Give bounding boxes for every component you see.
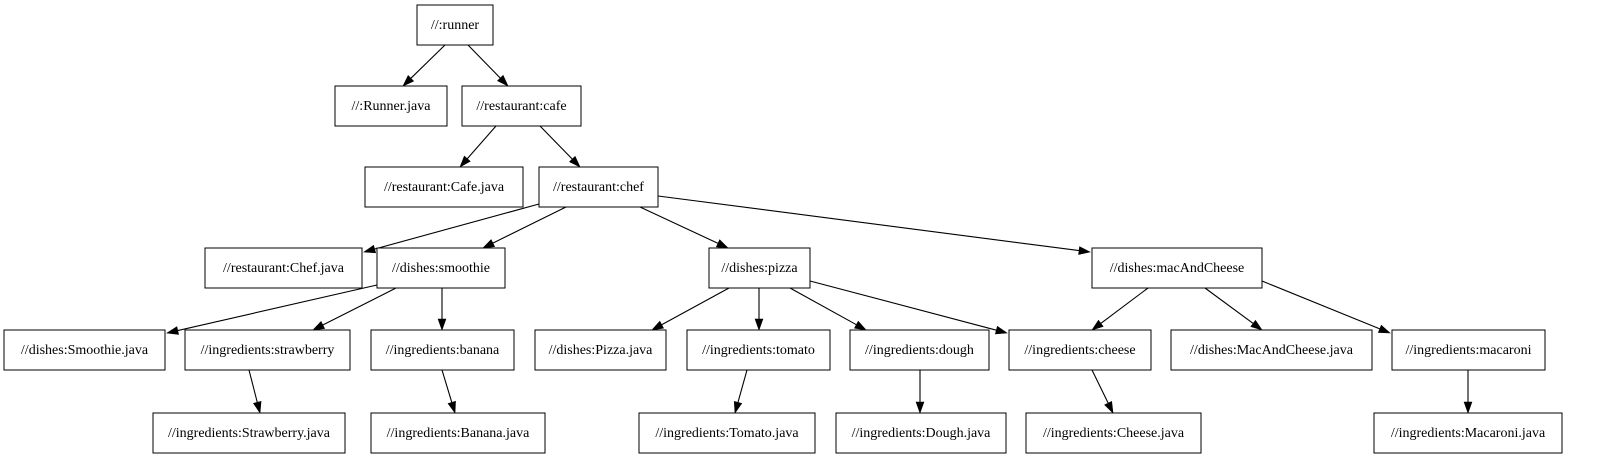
graph-node-label: //ingredients:Banana.java (387, 426, 530, 441)
graph-node-ing_macaroni[interactable]: //ingredients:macaroni (1391, 329, 1546, 371)
graph-node-restaurant_chef[interactable]: //restaurant:chef (538, 166, 659, 208)
graph-edge (437, 288, 447, 331)
graph-node-ing_dough[interactable]: //ingredients:dough (849, 329, 990, 371)
graph-node-smoothie_java[interactable]: //dishes:Smoothie.java (3, 329, 166, 371)
graph-node-ing_cheese[interactable]: //ingredients:cheese (1008, 329, 1152, 371)
graph-edge (459, 125, 497, 168)
graph-node-label: //dishes:Pizza.java (549, 343, 654, 358)
graph-node-dishes_smoothie[interactable]: //dishes:smoothie (376, 247, 506, 289)
graph-node-cheese_java[interactable]: //ingredients:Cheese.java (1025, 412, 1202, 454)
graph-node-macandcheese_java[interactable]: //dishes:MacAndCheese.java (1170, 329, 1373, 371)
graph-node-label: //ingredients:banana (386, 343, 500, 358)
graph-edge (789, 287, 867, 331)
graph-node-label: //ingredients:dough (865, 343, 974, 358)
graph-node-label: //ingredients:Strawberry.java (168, 426, 331, 441)
graph-edge (441, 369, 456, 414)
graph-edge (539, 125, 581, 168)
graph-node-label: //ingredients:Macaroni.java (1391, 426, 1546, 441)
graph-node-label: //ingredients:strawberry (201, 343, 335, 358)
graph-edge (312, 287, 397, 331)
graph-node-label: //restaurant:chef (553, 180, 644, 195)
graph-node-runner[interactable]: //:runner (416, 4, 494, 46)
graph-node-strawberry_java[interactable]: //ingredients:Strawberry.java (152, 412, 346, 454)
graph-node-label: //ingredients:tomato (702, 343, 815, 358)
graph-node-runner_java[interactable]: //:Runner.java (334, 85, 448, 127)
graph-edge (754, 288, 764, 331)
graph-edge (915, 370, 925, 414)
graph-node-macaroni_java[interactable]: //ingredients:Macaroni.java (1373, 412, 1563, 454)
graph-edge (1091, 287, 1149, 331)
graph-edge (651, 287, 730, 331)
graph-edge (1091, 369, 1114, 414)
node-layer: //:runner //:Runner.java //restaurant:cafe… (3, 4, 1563, 454)
graph-node-label: //ingredients:Tomato.java (655, 426, 799, 441)
graph-edge (363, 203, 540, 254)
graph-node-label: //dishes:MacAndCheese.java (1190, 343, 1354, 358)
graph-edge (467, 44, 509, 87)
graph-node-label: //dishes:smoothie (392, 261, 490, 276)
graph-edge (733, 369, 748, 414)
graph-node-dough_java[interactable]: //ingredients:Dough.java (835, 412, 1007, 454)
graph-node-banana_java[interactable]: //ingredients:Banana.java (370, 412, 546, 454)
graph-node-restaurant_cafe[interactable]: //restaurant:cafe (461, 85, 582, 127)
graph-node-pizza_java[interactable]: //dishes:Pizza.java (534, 329, 667, 371)
edge-layer (166, 44, 1473, 414)
graph-node-label: //ingredients:macaroni (1406, 343, 1532, 358)
graph-node-ing_tomato[interactable]: //ingredients:tomato (686, 329, 831, 371)
graph-node-label: //ingredients:cheese (1024, 343, 1135, 358)
graph-node-chef_java[interactable]: //restaurant:Chef.java (204, 247, 363, 289)
graph-edge (809, 280, 1008, 335)
graph-node-label: //dishes:macAndCheese (1110, 261, 1245, 276)
graph-edge (657, 195, 1091, 255)
graph-edge (639, 206, 729, 249)
graph-node-dishes_macandchs[interactable]: //dishes:macAndCheese (1091, 247, 1263, 289)
graph-node-label: //restaurant:cafe (476, 99, 566, 114)
graph-edge (1463, 370, 1473, 414)
graph-node-ing_banana[interactable]: //ingredients:banana (370, 329, 515, 371)
graph-node-tomato_java[interactable]: //ingredients:Tomato.java (638, 412, 816, 454)
graph-node-label: //:runner (431, 18, 480, 33)
graph-node-label: //dishes:pizza (721, 261, 798, 276)
graph-node-cafe_java[interactable]: //restaurant:Cafe.java (364, 166, 524, 208)
graph-node-label: //ingredients:Cheese.java (1043, 426, 1185, 441)
graph-node-label: //:Runner.java (352, 99, 432, 114)
graph-edge (166, 284, 378, 335)
graph-node-label: //ingredients:Dough.java (852, 426, 992, 441)
graph-node-label: //restaurant:Cafe.java (384, 180, 505, 195)
graph-edge (482, 206, 567, 249)
graph-node-ing_strawberry[interactable]: //ingredients:strawberry (184, 329, 351, 371)
graph-edge (1204, 287, 1263, 331)
graph-edge (248, 369, 262, 414)
graph-edge (402, 44, 446, 87)
graph-edge (1261, 280, 1391, 334)
graph-node-label: //restaurant:Chef.java (223, 261, 345, 276)
graph-node-dishes_pizza[interactable]: //dishes:pizza (708, 247, 811, 289)
graph-node-label: //dishes:Smoothie.java (21, 343, 149, 358)
